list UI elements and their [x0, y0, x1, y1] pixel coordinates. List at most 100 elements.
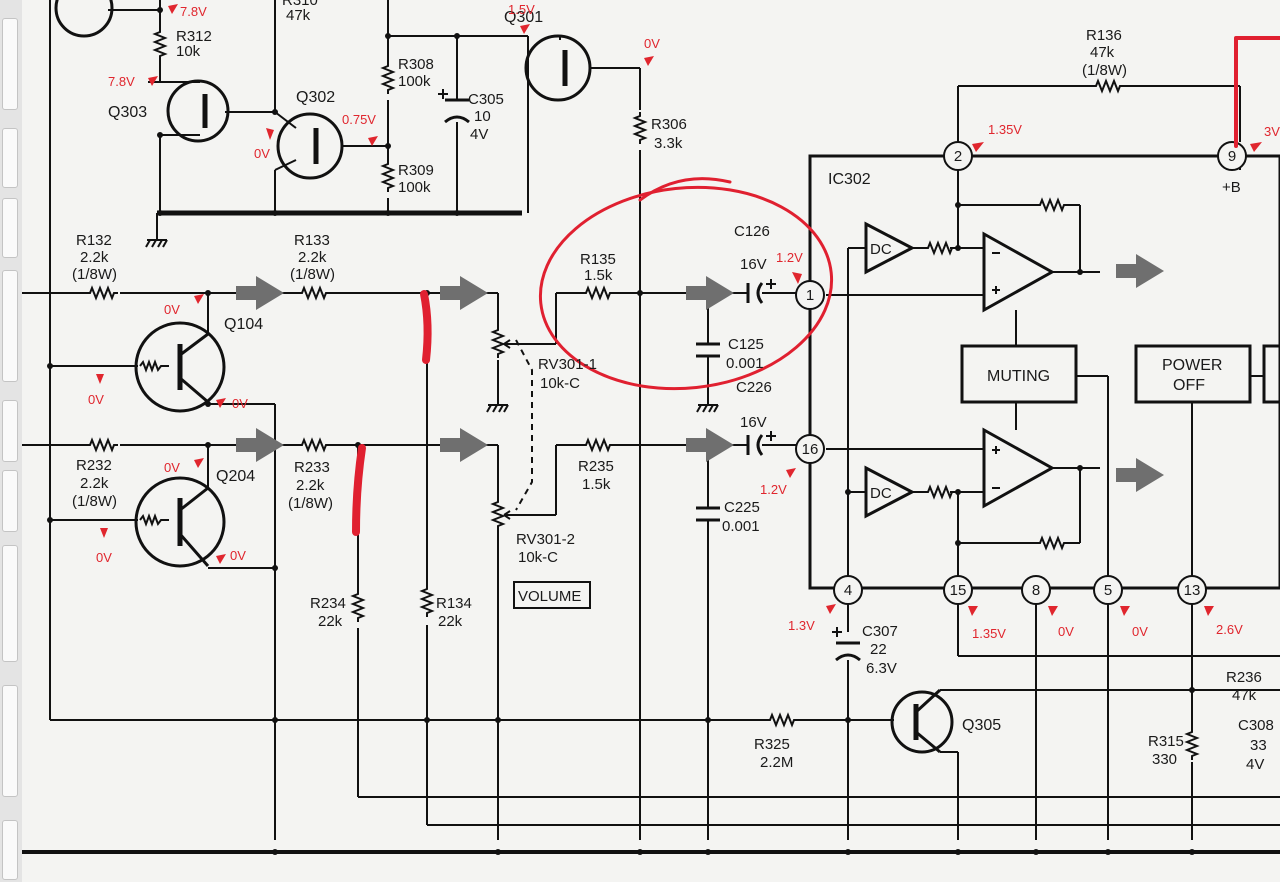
label-r132-rating: (1/8W) [72, 266, 117, 283]
pin-16: 16 [802, 441, 819, 458]
voltage-q104-collector: 0V [164, 302, 180, 317]
sidebar-page-button[interactable] [2, 685, 18, 797]
voltage-q104-base: 0V [88, 392, 104, 407]
sidebar-page-button[interactable] [2, 470, 18, 532]
voltage-pin15: 1.35V [972, 626, 1006, 641]
voltage-q204-base: 0V [96, 550, 112, 565]
polarity-marks [438, 89, 1000, 637]
label-r308: R308 [398, 56, 434, 73]
label-r236: R236 [1226, 669, 1262, 686]
label-r235: R235 [578, 458, 614, 475]
label-power-off: OFF [1173, 377, 1205, 394]
label-r133: R133 [294, 232, 330, 249]
label-plus-b: +B [1222, 179, 1241, 196]
label-r310-value: 47k [286, 7, 311, 24]
sidebar-page-button[interactable] [2, 270, 18, 382]
potentiometers [492, 325, 512, 531]
voltage-q301: 1.5V [508, 2, 535, 17]
label-r310: R310 [282, 0, 318, 9]
label-c225: C225 [724, 499, 760, 516]
pin-2: 2 [954, 148, 962, 165]
label-volume: VOLUME [518, 588, 581, 605]
label-r315-value: 330 [1152, 751, 1177, 768]
junction-dots [47, 7, 1195, 855]
label-c126: C126 [734, 223, 770, 240]
label-r312: R312 [176, 28, 212, 45]
pin-5: 5 [1104, 582, 1112, 599]
label-r132: R132 [76, 232, 112, 249]
label-c226: C226 [736, 379, 772, 396]
ic-internal-blocks [864, 221, 1280, 519]
label-r312-value: 10k [176, 43, 201, 60]
label-dc-bottom: DC [870, 485, 892, 502]
label-r315: R315 [1148, 733, 1184, 750]
label-r135-value: 1.5k [584, 267, 613, 284]
label-r134-value: 22k [438, 613, 463, 630]
label-r234-value: 22k [318, 613, 343, 630]
signal-arrows [236, 254, 1164, 492]
label-c125: C125 [728, 336, 764, 353]
sidebar-page-button[interactable] [2, 545, 18, 662]
label-c305-value: 10 [474, 108, 491, 125]
label-rv301-2: RV301-2 [516, 531, 575, 548]
label-r325-value: 2.2M [760, 754, 793, 771]
label-r136-value: 47k [1090, 44, 1115, 61]
label-q204: Q204 [216, 468, 255, 485]
label-ic302: IC302 [828, 171, 871, 188]
pin-9: 9 [1228, 148, 1236, 165]
label-q301: Q301 [504, 9, 543, 26]
label-r232-rating: (1/8W) [72, 493, 117, 510]
label-rv301-2-value: 10k-C [518, 549, 558, 566]
sidebar-page-button[interactable] [2, 18, 18, 110]
label-r232: R232 [76, 457, 112, 474]
label-r134: R134 [436, 595, 472, 612]
label-c305: C305 [468, 91, 504, 108]
component-labels: Q301 Q302 Q303 R312 10k R310 47k R308 10… [72, 0, 1274, 773]
document-sidebar [0, 0, 23, 882]
voltage-q204-emitter: 0V [230, 548, 246, 563]
pin-13: 13 [1184, 582, 1201, 599]
sidebar-page-button[interactable] [2, 400, 18, 462]
pin-8: 8 [1032, 582, 1040, 599]
sidebar-page-button[interactable] [2, 820, 18, 880]
capacitors [444, 98, 861, 662]
label-power: POWER [1162, 357, 1222, 374]
voltage-q302-collector: 0.75V [342, 112, 376, 127]
label-muting: MUTING [987, 368, 1050, 385]
voltage-annotations: 7.8V 7.8V 1.5V 0V 0V 0.75V 1.35V 3V 0V 0… [88, 2, 1280, 641]
voltage-pin13: 2.6V [1216, 622, 1243, 637]
label-r232-value: 2.2k [80, 475, 109, 492]
label-rv301-1-value: 10k-C [540, 375, 580, 392]
label-c307: C307 [862, 623, 898, 640]
label-r309-value: 100k [398, 179, 431, 196]
voltage-q303: 7.8V [108, 74, 135, 89]
label-q302: Q302 [296, 89, 335, 106]
label-c308-value: 33 [1250, 737, 1267, 754]
label-c125-value: 0.001 [726, 355, 764, 372]
pin-numbers: 2 9 1 16 4 15 8 5 13 [802, 148, 1237, 599]
label-r136-rating: (1/8W) [1082, 62, 1127, 79]
label-r135: R135 [580, 251, 616, 268]
label-rv301-1: RV301-1 [538, 356, 597, 373]
label-r133-value: 2.2k [298, 249, 327, 266]
label-q104: Q104 [224, 316, 263, 333]
volume-box-border [513, 581, 591, 609]
pin-1: 1 [806, 287, 814, 304]
label-c126-voltage: 16V [740, 256, 767, 273]
label-r233-rating: (1/8W) [288, 495, 333, 512]
sidebar-page-button[interactable] [2, 198, 18, 258]
label-r236-value: 47k [1232, 687, 1257, 704]
voltage-pin1: 1.2V [776, 250, 803, 265]
label-r235-value: 1.5k [582, 476, 611, 493]
label-r308-value: 100k [398, 73, 431, 90]
label-c226-voltage: 16V [740, 414, 767, 431]
label-r234: R234 [310, 595, 346, 612]
label-r306: R306 [651, 116, 687, 133]
voltage-markers [96, 4, 1262, 616]
label-c225-value: 0.001 [722, 518, 760, 535]
label-q305: Q305 [962, 717, 1001, 734]
ic-pin-circles [795, 141, 1247, 605]
label-r132-value: 2.2k [80, 249, 109, 266]
sidebar-page-button[interactable] [2, 128, 18, 188]
label-r233-value: 2.2k [296, 477, 325, 494]
